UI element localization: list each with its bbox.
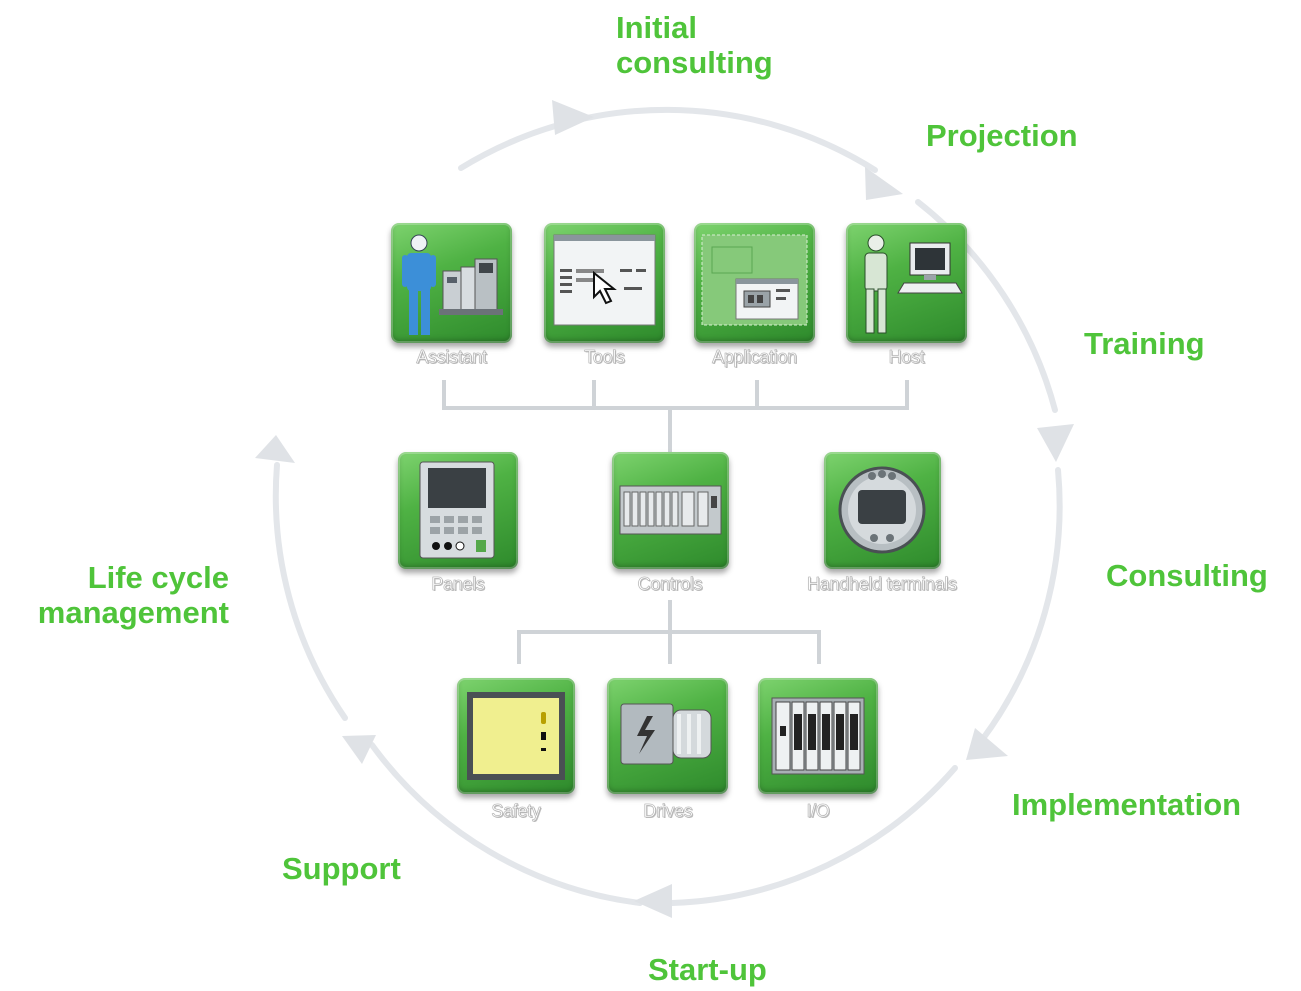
cycle-arrow-top	[552, 100, 594, 135]
tile-assistant-label: Assistant	[416, 347, 487, 368]
tile-handheld-terminals	[824, 452, 941, 569]
tile-handheld-terminals-label: Handheld terminals	[807, 574, 958, 595]
tile-drives	[607, 678, 728, 794]
stage-start-up: Start-up	[648, 952, 767, 987]
cycle-arc-bottom-left	[369, 742, 643, 906]
tile-host	[846, 223, 967, 343]
stage-initial-consulting: Initial consulting	[616, 10, 773, 80]
person-machine-icon	[402, 234, 503, 335]
tile-application	[694, 223, 815, 343]
application-window-icon	[701, 234, 808, 326]
software-window-cursor-icon	[553, 234, 656, 326]
stage-training: Training	[1084, 326, 1205, 361]
servo-motor-icon	[620, 703, 712, 765]
cycle-arrow-right	[1037, 424, 1074, 462]
cycle-arc-bottom-right	[669, 765, 958, 906]
tile-tools-label: Tools	[584, 347, 625, 368]
cycle-arc-top	[458, 106, 878, 173]
tile-tools	[544, 223, 665, 343]
tile-panels-label: Panels	[431, 574, 485, 595]
stage-support: Support	[282, 851, 401, 886]
tile-controls	[612, 452, 729, 569]
cycle-arrow-lower-right	[966, 728, 1008, 760]
cycle-arrow-upper-right	[865, 167, 903, 200]
tile-safety-label: Safety	[491, 801, 541, 822]
stage-consulting: Consulting	[1106, 558, 1268, 593]
controller-rack-icon	[619, 485, 722, 535]
cycle-arc-left	[272, 462, 348, 721]
tile-drives-label: Drives	[643, 801, 693, 822]
tile-io	[758, 678, 878, 794]
tile-safety	[457, 678, 575, 794]
handheld-terminal-icon	[838, 466, 926, 554]
stage-projection: Projection	[926, 118, 1078, 153]
tile-io-label: I/O	[806, 801, 830, 822]
io-modules-icon	[771, 697, 865, 775]
cycle-arc-right-lower	[979, 467, 1063, 743]
tile-application-label: Application	[712, 347, 798, 368]
cycle-arrow-left	[255, 435, 295, 463]
stage-implementation: Implementation	[1012, 787, 1242, 822]
tile-host-label: Host	[888, 347, 925, 368]
person-computer-icon	[864, 234, 963, 334]
tile-assistant	[391, 223, 512, 343]
safety-module-icon	[467, 692, 565, 780]
operator-panel-icon	[419, 461, 495, 559]
tile-panels	[398, 452, 518, 569]
cycle-arc-right-upper	[915, 199, 1058, 413]
cycle-arrow-bottom	[634, 884, 672, 918]
cycle-arrow-lower-left	[342, 735, 376, 764]
tile-connectors	[442, 380, 909, 664]
tile-controls-label: Controls	[637, 574, 703, 595]
stage-life-cycle-management: Life cycle management	[37, 560, 229, 630]
